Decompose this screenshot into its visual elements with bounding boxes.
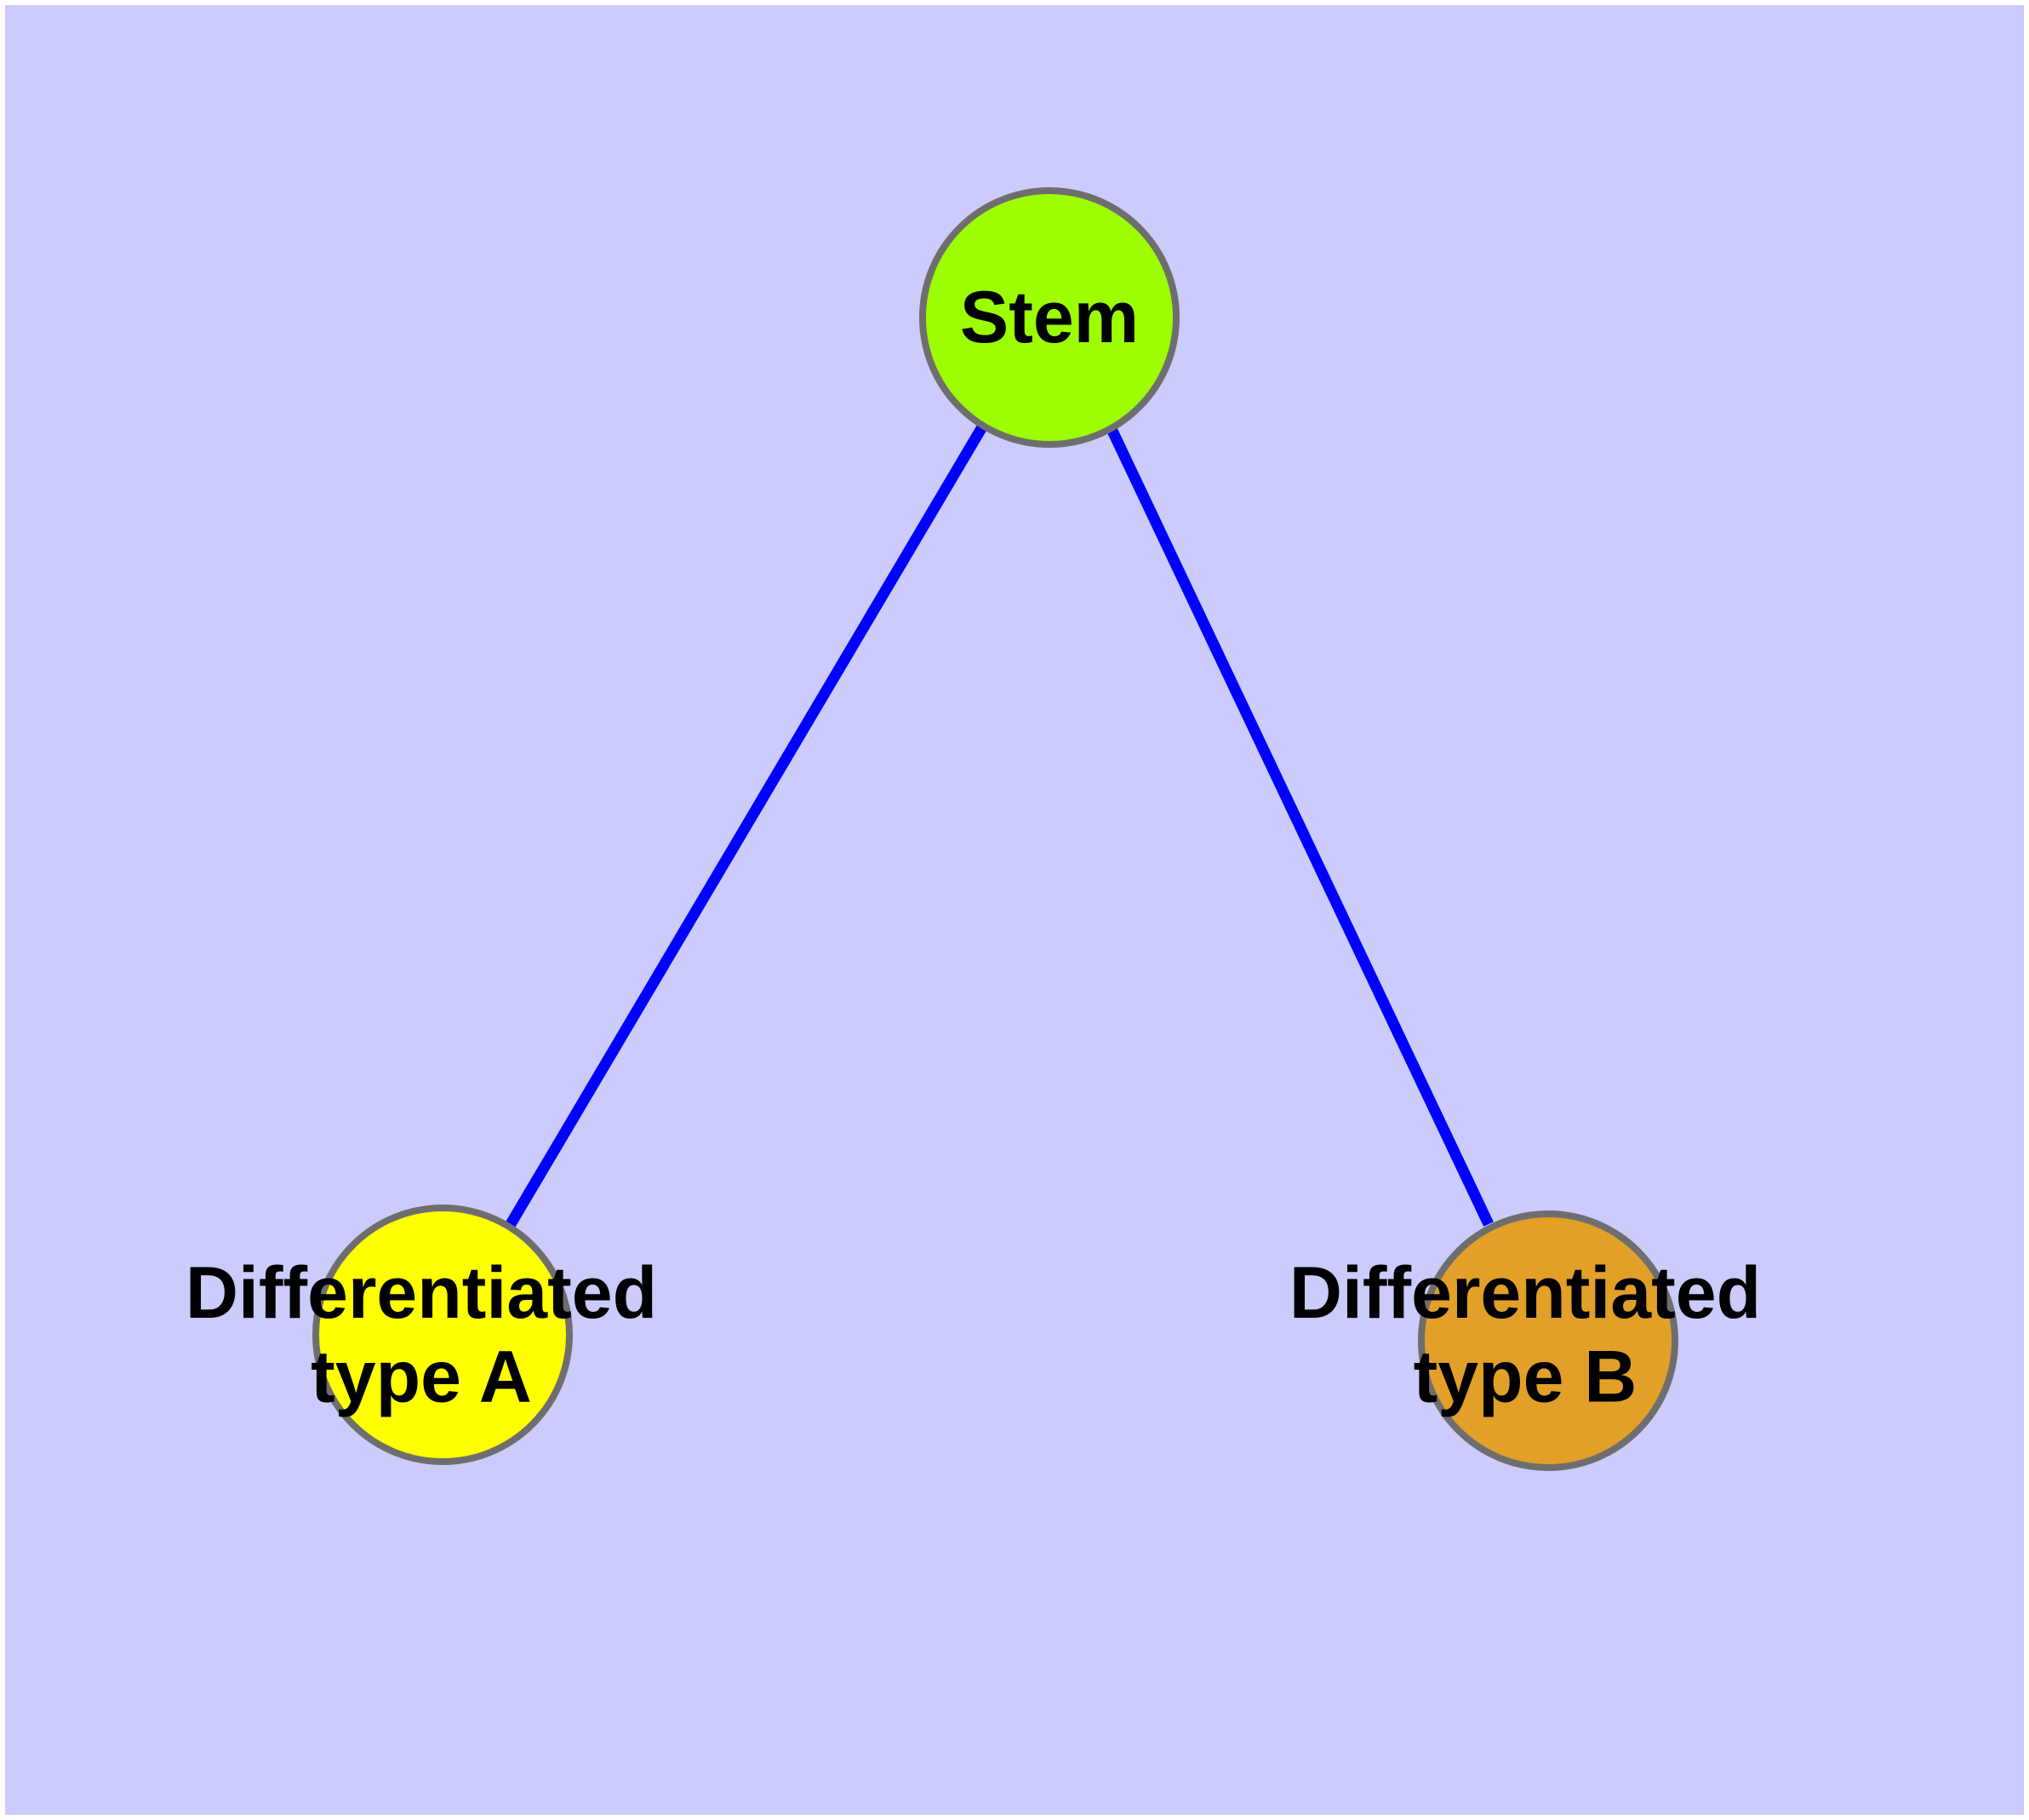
edge-stem-diff-b[interactable] [1107, 428, 1494, 1227]
node-label-diff_a: Differentiated [186, 1252, 657, 1334]
edges-layer [506, 422, 1494, 1228]
node-circle-stem[interactable] [919, 187, 1180, 448]
node-label-diff_b: Differentiated [1289, 1252, 1761, 1334]
node-label-diff_a: type A [311, 1336, 532, 1418]
node-circle-diff_a[interactable] [312, 1205, 573, 1465]
node-label-stem: Stem [960, 277, 1139, 358]
node-circle-diff_b[interactable] [1418, 1210, 1678, 1471]
node-label-diff_b: type B [1414, 1336, 1637, 1418]
edge-stem-diff-a[interactable] [506, 422, 988, 1228]
graph-node-stem[interactable]: Stem [919, 187, 1180, 448]
